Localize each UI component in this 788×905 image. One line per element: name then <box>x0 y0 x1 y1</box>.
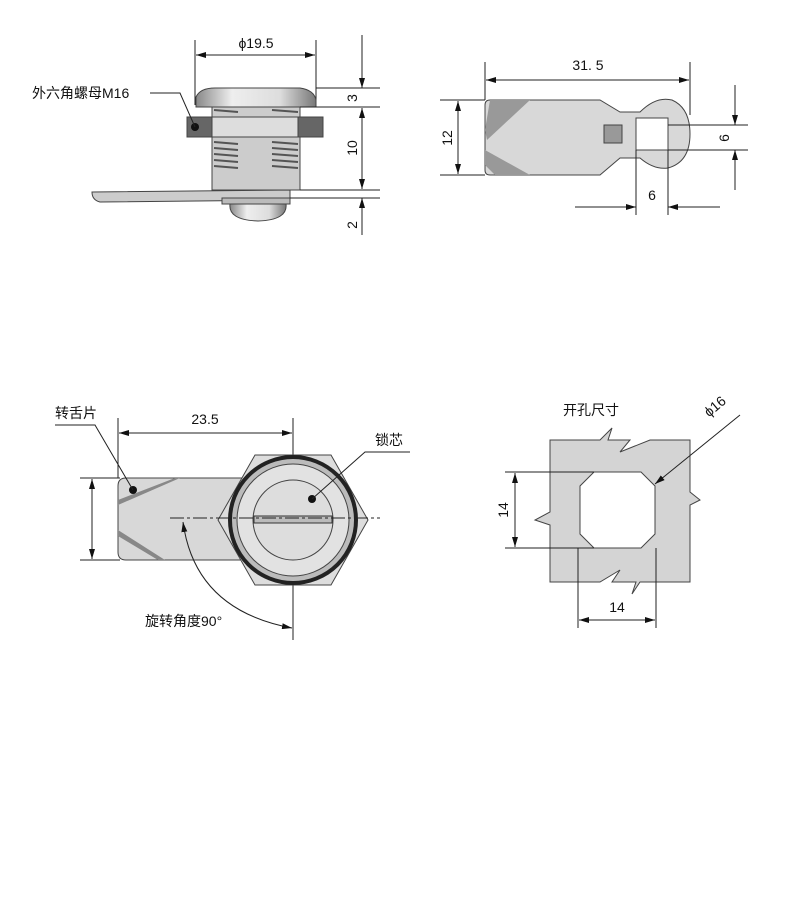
diameter-label: ϕ16 <box>701 392 729 419</box>
length-label: 31. 5 <box>572 57 603 73</box>
hole-height-label: 6 <box>716 134 732 142</box>
dim-tongue-label: 2 <box>344 221 360 229</box>
offset-label: 23.5 <box>191 411 218 427</box>
tongue-label: 转舌片 <box>55 405 97 421</box>
cutout-view: 开孔尺寸 14 14 ϕ16 <box>495 392 741 628</box>
rotation-label: 旋转角度90° <box>145 613 222 629</box>
tongue-view: 31. 5 12 6 6 <box>439 57 748 215</box>
dim-body-label: 10 <box>344 140 360 156</box>
cutout-title: 开孔尺寸 <box>563 402 619 418</box>
core-label: 锁芯 <box>375 432 403 448</box>
diameter-label: ϕ19.5 <box>238 35 273 51</box>
width-label: 14 <box>609 599 625 615</box>
dim-cap-label: 3 <box>344 94 360 102</box>
nut-label: 外六角螺母M16 <box>32 85 129 101</box>
threads <box>213 109 299 169</box>
slot-hole <box>635 117 669 151</box>
hole-width-label: 6 <box>648 187 656 203</box>
screw-head <box>229 203 287 222</box>
front-view: 23.5 转舌片 锁芯 旋转角度90° <box>55 405 410 640</box>
key-slot <box>253 515 333 524</box>
cutout-panel <box>533 427 701 595</box>
square-hole <box>603 124 623 144</box>
height-label: 14 <box>495 502 511 518</box>
side-view: ϕ19.5 3 10 2 外六角螺母M16 <box>32 35 380 235</box>
width-label: 12 <box>439 130 455 146</box>
lock-cap <box>195 87 317 108</box>
